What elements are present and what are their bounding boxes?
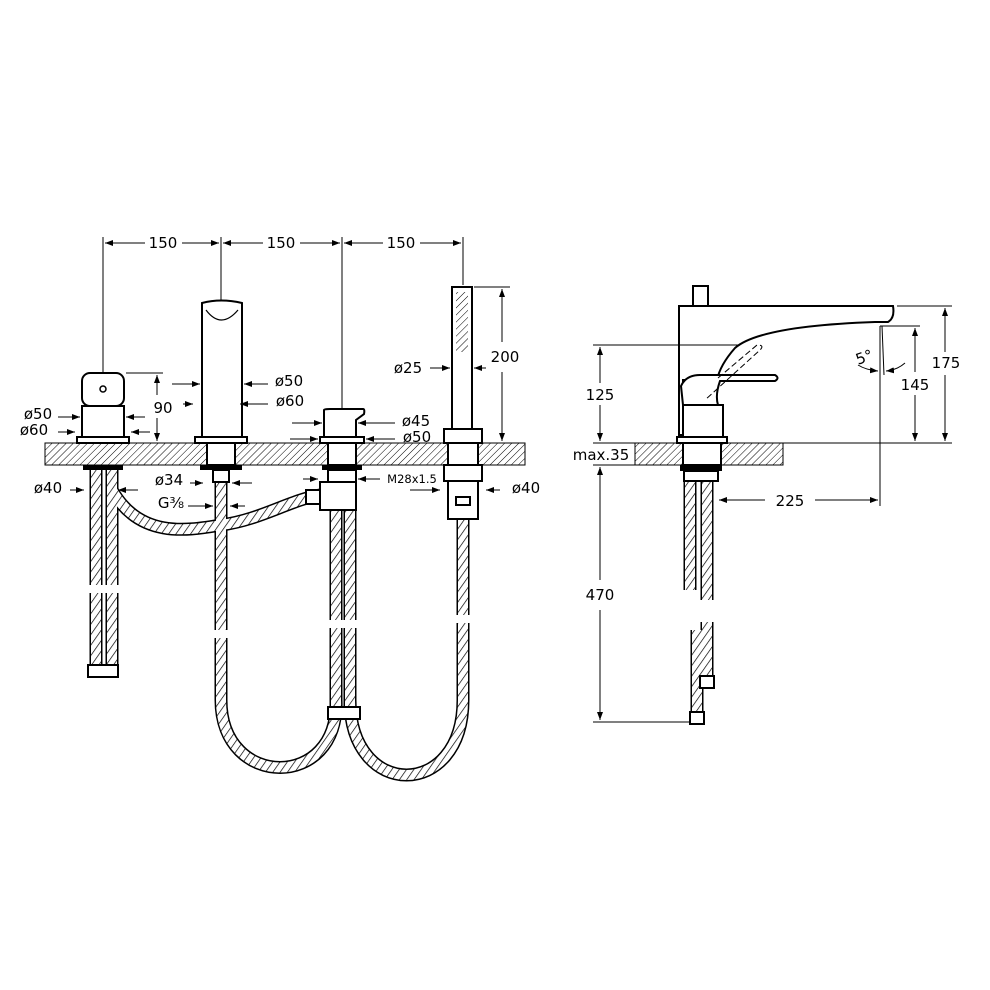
spout-reach-label: 225 [776, 492, 805, 510]
spacing-label-1: 150 [149, 234, 178, 252]
total-height-label: 175 [932, 354, 961, 372]
dimension-lines [58, 237, 952, 723]
hose-length-label: 470 [586, 586, 615, 604]
mixer-dia-top-label: ø50 [24, 405, 52, 423]
spout-thread-label: G⅜ [158, 494, 184, 512]
spacing-label-3: 150 [387, 234, 416, 252]
diverter-dia-top-label: ø45 [402, 412, 430, 430]
lever-height-label: 125 [586, 386, 615, 404]
hand-shower [443, 286, 483, 520]
braided-hoses [85, 470, 715, 782]
diverter-body [305, 408, 366, 511]
spacing-label-2: 150 [267, 234, 296, 252]
shower-height-label: 200 [491, 348, 520, 366]
deck-thickness-label: max.35 [573, 446, 630, 464]
spout-dia-top-label: ø50 [275, 372, 303, 390]
shower-pipe-dia-label: ø40 [512, 479, 540, 497]
dimension-labels: 150 150 150 200 ø25 90 ø50 ø60 ø50 ø60 ø… [20, 234, 960, 604]
countertop-front [44, 442, 526, 466]
outlet-height-label: 145 [901, 376, 930, 394]
mixer-height-label: 90 [153, 399, 172, 417]
spout-angle-label: 5° [853, 346, 875, 369]
spout-body [194, 299, 248, 483]
side-view-faucet [676, 285, 895, 482]
spout-dia-base-label: ø60 [276, 392, 304, 410]
diverter-thread-label: M28x1.5 [387, 472, 437, 486]
mixer-dia-base-label: ø60 [20, 421, 48, 439]
cold-mixer-body [76, 372, 130, 470]
mixer-pipe-dia-label: ø40 [34, 479, 62, 497]
diverter-dia-base-label: ø50 [403, 428, 431, 446]
shower-dia-label: ø25 [394, 359, 422, 377]
spout-pipe-dia-label: ø34 [155, 471, 183, 489]
